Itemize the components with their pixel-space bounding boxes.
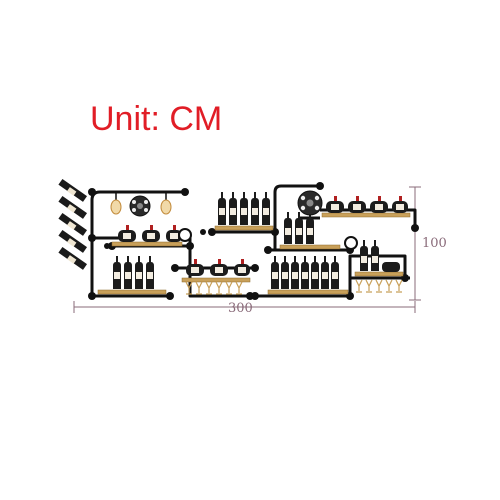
pipe-valve-wheel-icon — [129, 190, 323, 217]
width-dimension-label: 300 — [228, 301, 253, 316]
light-bulb-icon — [110, 192, 172, 215]
horizontal-bottle-racks — [118, 196, 408, 276]
dimension-lines — [73, 186, 421, 313]
wooden-shelves — [97, 212, 411, 295]
unit-title: Unit: CM — [90, 100, 223, 138]
pressure-gauge-icon — [104, 228, 358, 250]
diagonal-bottle-holder — [58, 178, 88, 270]
wine-bottle-icon — [113, 192, 379, 289]
height-dimension-label: 100 — [422, 236, 447, 251]
bottle-labels — [114, 208, 378, 279]
wine-glass-icon — [185, 279, 403, 295]
